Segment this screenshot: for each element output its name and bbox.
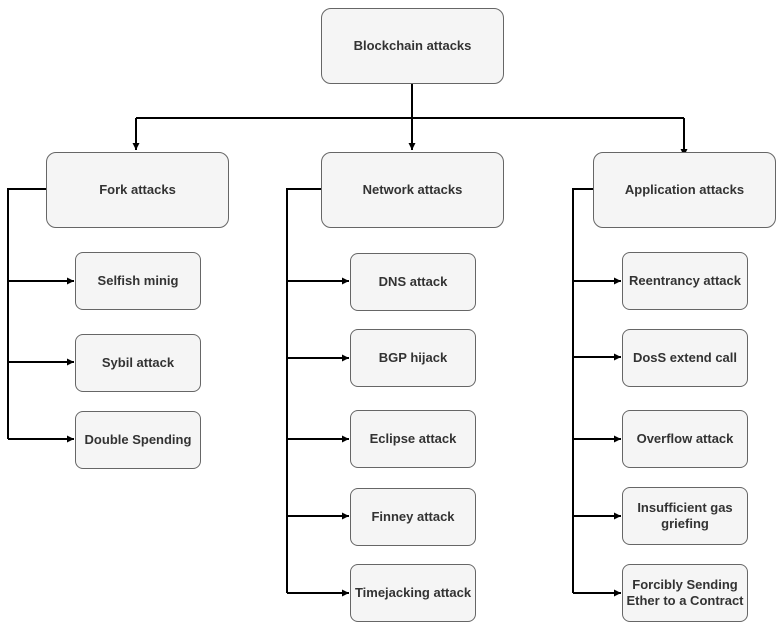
application-item-forcibly-sending-ether: Forcibly Sending Ether to a Contract <box>622 564 748 622</box>
connector-fork-spine <box>7 188 46 439</box>
fork-item-double-spending: Double Spending <box>75 411 201 469</box>
root-connectors <box>132 84 688 156</box>
category-network-attacks: Network attacks <box>321 152 504 228</box>
application-connectors <box>572 188 621 597</box>
category-fork-attacks: Fork attacks <box>46 152 229 228</box>
network-connectors <box>286 188 349 597</box>
application-item-doss-extend-call: DosS extend call <box>622 329 748 387</box>
network-item-dns-attack: DNS attack <box>350 253 476 311</box>
network-item-finney-attack: Finney attack <box>350 488 476 546</box>
network-item-eclipse-attack: Eclipse attack <box>350 410 476 468</box>
application-item-overflow-attack: Overflow attack <box>622 410 748 468</box>
category-application-attacks: Application attacks <box>593 152 776 228</box>
network-item-bgp-hijack: BGP hijack <box>350 329 476 387</box>
application-item-reentrancy-attack: Reentrancy attack <box>622 252 748 310</box>
fork-item-selfish-mining: Selfish minig <box>75 252 201 310</box>
fork-connectors <box>7 188 74 443</box>
fork-item-sybil-attack: Sybil attack <box>75 334 201 392</box>
connector-application-spine <box>572 188 593 593</box>
network-item-timejacking-attack: Timejacking attack <box>350 564 476 622</box>
application-item-insufficient-gas-griefing: Insufficient gas griefing <box>622 487 748 545</box>
root-node: Blockchain attacks <box>321 8 504 84</box>
connector-network-spine <box>286 188 321 593</box>
